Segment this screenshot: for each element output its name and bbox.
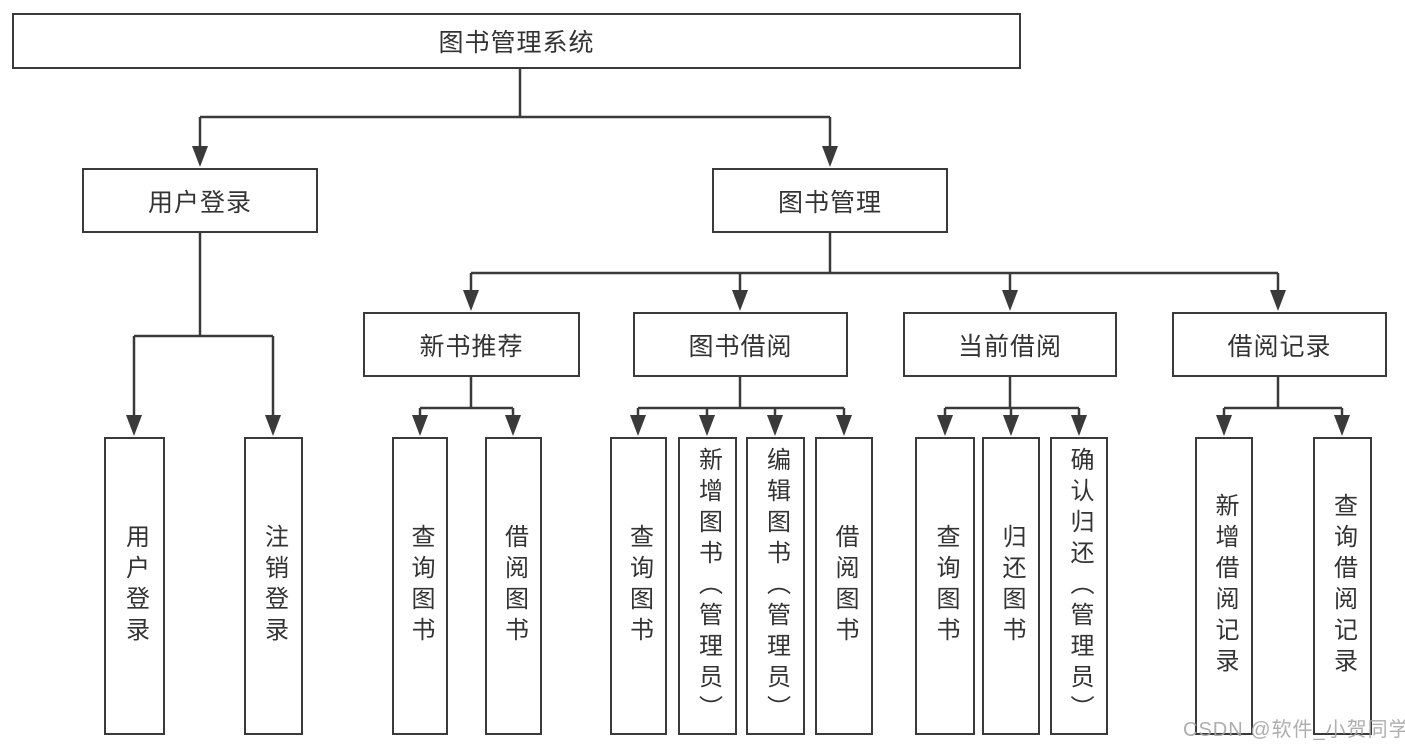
leaf-borrow-books-recommend: 借阅图书 [485,437,542,735]
node-label: 编辑图书（管理员） [762,446,790,726]
leaf-return-books: 归还图书 [982,437,1040,735]
leaf-query-books-borrowing: 查询图书 [610,437,667,735]
leaf-query-books-recommend: 查询图书 [392,437,448,735]
node-label: 图书管理 [777,188,882,217]
leaf-query-borrow-record: 查询借阅记录 [1313,437,1372,735]
node-book-management: 图书管理 [712,168,948,233]
node-label: 查询图书 [932,524,959,648]
node-label: 用户登录 [147,188,252,217]
node-label: 查询图书 [625,524,653,648]
node-borrowing-records: 借阅记录 [1172,312,1387,377]
node-label: 图书借阅 [688,332,793,361]
node-label: 归还图书 [998,524,1025,648]
arrowheads [126,146,1350,436]
node-label: 查询图书 [407,524,434,648]
node-label: 新增借阅记录 [1211,493,1238,679]
leaf-query-books-current: 查询图书 [915,437,975,735]
leaf-edit-book-admin: 编辑图书（管理员） [746,437,805,735]
node-label: 用户登录 [121,524,149,648]
node-new-book-recommendation: 新书推荐 [363,312,580,377]
node-book-borrowing: 图书借阅 [633,312,848,377]
leaf-confirm-return-admin: 确认归还（管理员） [1050,437,1108,735]
node-current-borrowing: 当前借阅 [903,312,1117,377]
node-label: 新增图书（管理员） [694,446,722,726]
csdn-watermark: CSDN @软件_小贺同学 [1183,719,1405,741]
leaf-logout: 注销登录 [244,437,303,735]
node-label: 当前借阅 [957,332,1062,361]
node-label: 借阅记录 [1227,332,1332,361]
node-label: 查询借阅记录 [1329,493,1357,679]
leaf-user-login: 用户登录 [104,437,165,735]
node-label: 确认归还（管理员） [1066,446,1093,726]
node-label: 新书推荐 [419,332,524,361]
node-label: 注销登录 [260,524,288,648]
node-label: 图书管理系统 [438,29,595,57]
node-library-management-system: 图书管理系统 [12,13,1021,69]
node-label: 借阅图书 [500,524,528,648]
leaf-add-borrow-record: 新增借阅记录 [1195,437,1253,735]
node-user-login: 用户登录 [82,168,318,233]
node-label: 借阅图书 [831,524,858,648]
leaf-add-book-admin: 新增图书（管理员） [678,437,737,735]
leaf-borrow-books-borrowing: 借阅图书 [815,437,873,735]
